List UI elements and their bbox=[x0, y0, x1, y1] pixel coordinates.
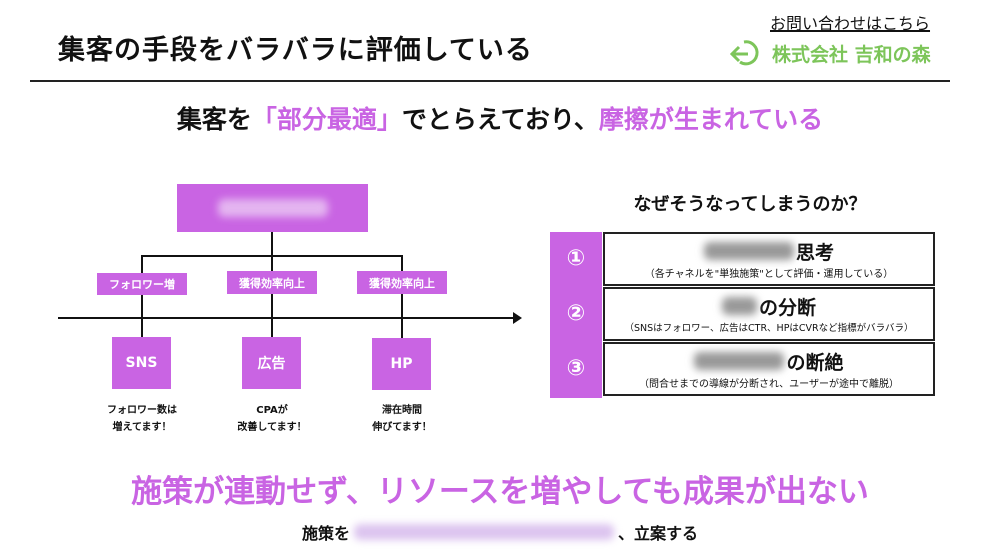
subtitle: 集客を「部分最適」でとらえており、摩擦が生まれている bbox=[0, 100, 1000, 136]
conclusion-pre: 施策を bbox=[301, 524, 350, 543]
contact-link[interactable]: お問い合わせはこちら bbox=[770, 14, 931, 33]
arrow-head-icon bbox=[513, 312, 522, 324]
why-heading: なぜそうなってしまうのか？ bbox=[633, 194, 867, 215]
reason-title: の分断 bbox=[758, 296, 816, 319]
reason-title: 思考 bbox=[795, 241, 834, 264]
item-number: ① bbox=[566, 246, 586, 271]
kpi-label: フォロワー増 bbox=[97, 273, 187, 295]
reason-desc: （各チャネルを"単独施策"として評価・運用している） bbox=[644, 269, 894, 280]
connector bbox=[271, 232, 273, 256]
connector bbox=[401, 255, 403, 345]
kpi-label: 獲得効率向上 bbox=[227, 271, 317, 294]
channel-note: CPAが改善してます！ bbox=[237, 405, 307, 433]
reason-row: の分断 （SNSはフォロワー、広告はCTR、HPはCVRなど指標がバラバラ） bbox=[603, 287, 935, 341]
conclusion-sub: 施策を 、立案する bbox=[0, 520, 1000, 544]
channel-note: 滞在時間伸びてます！ bbox=[372, 405, 432, 433]
top-goal-box bbox=[177, 184, 368, 232]
reason-row: の断絶 （問合せまでの導線が分断され、ユーザーが途中で離脱） bbox=[603, 342, 935, 396]
subtitle-highlight-1: 「部分最適」 bbox=[251, 105, 402, 134]
subtitle-highlight-2: 摩擦が生まれている bbox=[598, 105, 824, 134]
conclusion-headline: 施策が連動せず、リソースを増やしても成果が出ない bbox=[131, 474, 869, 510]
logo-icon bbox=[730, 40, 759, 66]
reason-title: の断絶 bbox=[786, 351, 844, 374]
number-column: ① ② ③ bbox=[550, 232, 602, 398]
company-logo: 株式会社 吉和の森 bbox=[730, 38, 931, 68]
item-number: ③ bbox=[566, 356, 586, 381]
page-title: 集客の手段をバラバラに評価している bbox=[58, 35, 533, 66]
conclusion-post: 、立案する bbox=[618, 524, 699, 543]
reason-desc: （問合せまでの導線が分断され、ユーザーが途中で離脱） bbox=[639, 379, 899, 390]
company-name: 株式会社 吉和の森 bbox=[772, 43, 931, 66]
timeline-axis bbox=[58, 317, 520, 319]
connector bbox=[271, 255, 273, 345]
reason-desc: （SNSはフォロワー、広告はCTR、HPはCVRなど指標がバラバラ） bbox=[624, 323, 914, 334]
channel-note: フォロワー数は増えてます！ bbox=[107, 405, 177, 433]
channel-box-hp: HP bbox=[372, 338, 431, 390]
header-divider bbox=[30, 80, 950, 82]
item-number: ② bbox=[566, 301, 586, 326]
channel-box-ads: 広告 bbox=[242, 337, 301, 389]
subtitle-pre: 集客を bbox=[176, 105, 252, 134]
channel-box-sns: SNS bbox=[112, 337, 171, 389]
connector bbox=[141, 255, 143, 345]
subtitle-mid: でとらえており、 bbox=[401, 105, 599, 134]
kpi-label: 獲得効率向上 bbox=[357, 271, 447, 294]
reason-row: 思考 （各チャネルを"単独施策"として評価・運用している） bbox=[603, 232, 935, 286]
